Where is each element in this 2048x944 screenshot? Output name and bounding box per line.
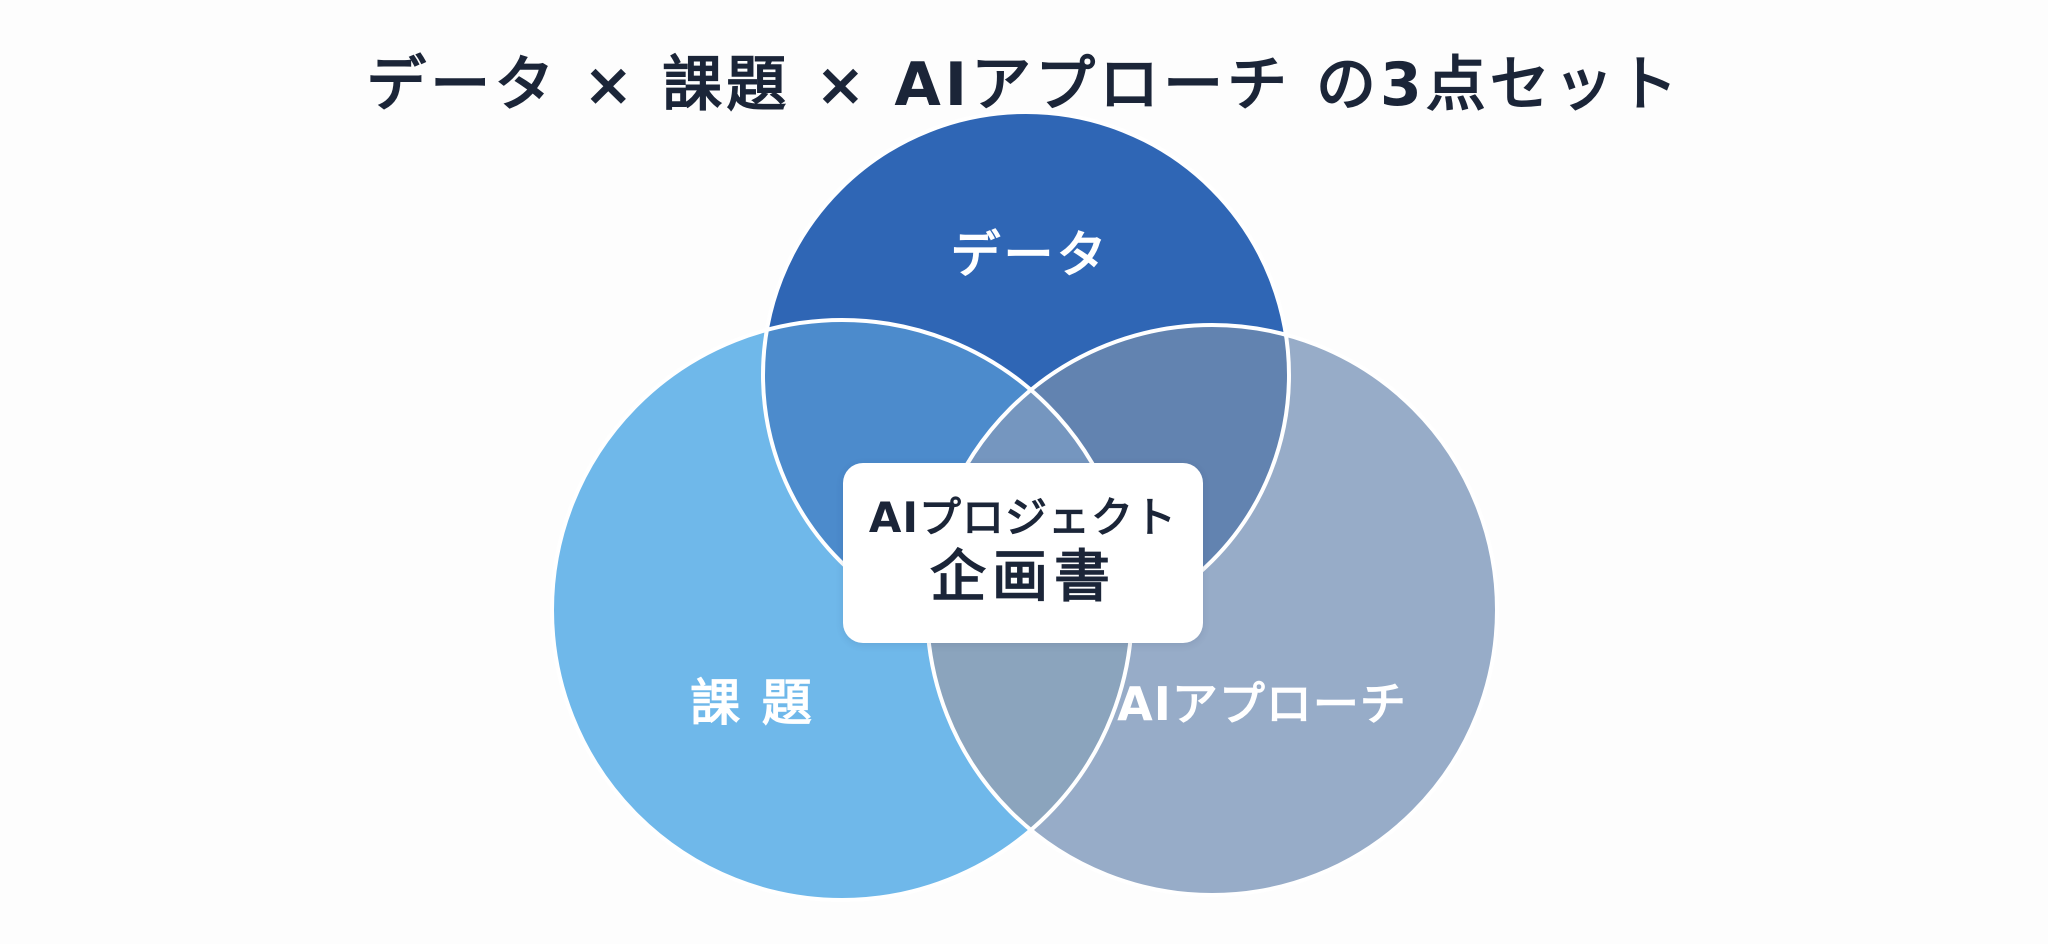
label-issue: 課 題: [690, 674, 813, 732]
label-ai-approach: AIアプローチ: [1117, 677, 1407, 731]
center-subtitle: 企画書: [930, 545, 1116, 611]
center-title: AIプロジェクト: [868, 492, 1178, 542]
label-data: データ: [951, 226, 1110, 284]
page-title: データ × 課題 × AIアプローチ の3点セット: [366, 50, 1682, 120]
center-card: AIプロジェクト 企画書: [843, 463, 1203, 643]
